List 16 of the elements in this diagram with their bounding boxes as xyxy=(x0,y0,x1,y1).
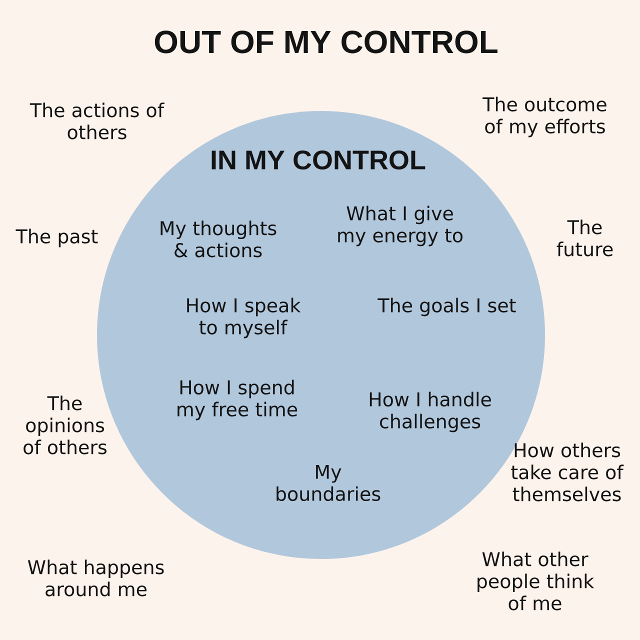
label-text: How others take care of themselves xyxy=(511,442,624,502)
item-text: How I speak to myself xyxy=(187,298,301,338)
item-text: My boundaries xyxy=(276,464,380,502)
label-text: The opinions of others xyxy=(24,396,106,454)
item-text: How I spend my free time xyxy=(178,380,298,420)
label-text: The outcome of my efforts xyxy=(482,96,606,138)
label-text: The actions of others xyxy=(30,102,164,140)
title: OUT OF MY CONTROL xyxy=(154,30,498,54)
label-text: What other people think of me xyxy=(478,552,594,610)
item-text: What I give my energy to xyxy=(338,206,463,246)
label-text: What happens around me xyxy=(28,560,164,596)
item-text: The goals I set xyxy=(378,298,516,316)
item-text: How I handle challenges xyxy=(370,392,491,432)
label-text: The past xyxy=(16,228,98,248)
circle-heading: IN MY CONTROL xyxy=(212,150,426,170)
item-text: My thoughts & actions xyxy=(160,220,276,258)
